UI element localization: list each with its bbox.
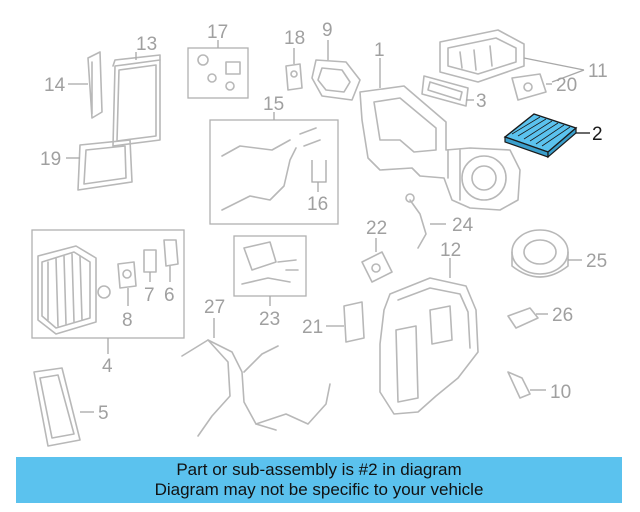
callout-21: 21 <box>302 317 323 338</box>
callout-17: 17 <box>207 22 228 43</box>
part-24-rod <box>405 193 446 249</box>
part-1-hvac-housing <box>359 58 521 211</box>
part-20-actuator <box>511 73 552 101</box>
callout-24: 24 <box>452 215 474 236</box>
callout-9: 9 <box>322 20 333 41</box>
callout-8: 8 <box>122 310 133 331</box>
callout-11: 11 <box>588 61 608 82</box>
part-17-fasteners <box>187 40 249 99</box>
part-6-switch <box>163 239 179 282</box>
part-8-valve <box>117 261 137 306</box>
callout-3: 3 <box>476 91 487 112</box>
callout-7: 7 <box>144 285 155 306</box>
part-9-seal <box>311 40 361 101</box>
callout-20: 20 <box>556 75 577 96</box>
callout-23: 23 <box>259 309 280 330</box>
banner-line-disclaimer: Diagram may not be specific to your vehi… <box>154 480 484 499</box>
part-16-seal <box>311 160 327 192</box>
callout-6: 6 <box>164 285 175 306</box>
callout-14: 14 <box>44 75 66 96</box>
part-26-filter-cover <box>507 307 548 329</box>
banner-line-part: Part or sub-assembly is #2 in diagram <box>176 460 462 479</box>
callout-10: 10 <box>550 382 571 403</box>
callout-12: 12 <box>440 240 461 261</box>
callout-2: 2 <box>592 124 603 145</box>
part-21-panel <box>326 301 365 343</box>
part-27-wiring-harness <box>181 318 331 437</box>
part-25-blower-motor <box>511 229 582 278</box>
part-18-clip <box>285 48 303 91</box>
part-3-flap <box>421 75 474 107</box>
callout-5: 5 <box>98 403 109 424</box>
part-4-evaporator-kit <box>31 229 185 354</box>
callout-25: 25 <box>586 251 607 272</box>
callout-16: 16 <box>307 194 328 215</box>
info-banner: Part or sub-assembly is #2 in diagram Di… <box>16 457 622 503</box>
callout-13: 13 <box>136 34 157 55</box>
part-19-core <box>66 139 133 191</box>
part-11-duct <box>439 29 585 83</box>
callout-27: 27 <box>204 297 225 318</box>
callout-18: 18 <box>284 28 305 49</box>
callout-15: 15 <box>263 94 284 115</box>
part-2-cabin-filter <box>503 113 590 159</box>
part-10-sensor <box>507 371 546 399</box>
part-14-bracket <box>68 51 103 119</box>
part-22-actuator <box>361 238 393 283</box>
part-15-pipes <box>209 112 339 225</box>
parts-diagram: 1 2 3 4 5 6 7 8 9 10 11 12 13 14 15 16 1… <box>31 20 608 447</box>
callout-26: 26 <box>552 305 573 326</box>
part-23-bracket <box>233 235 307 306</box>
callout-1: 1 <box>374 40 385 61</box>
part-12-lower-housing <box>379 258 479 415</box>
part-13-heater-core <box>112 52 161 147</box>
callout-22: 22 <box>366 218 387 239</box>
callout-4: 4 <box>102 356 113 377</box>
part-5-frame <box>33 367 94 447</box>
callout-19: 19 <box>40 149 61 170</box>
part-7-sensor <box>143 249 157 282</box>
